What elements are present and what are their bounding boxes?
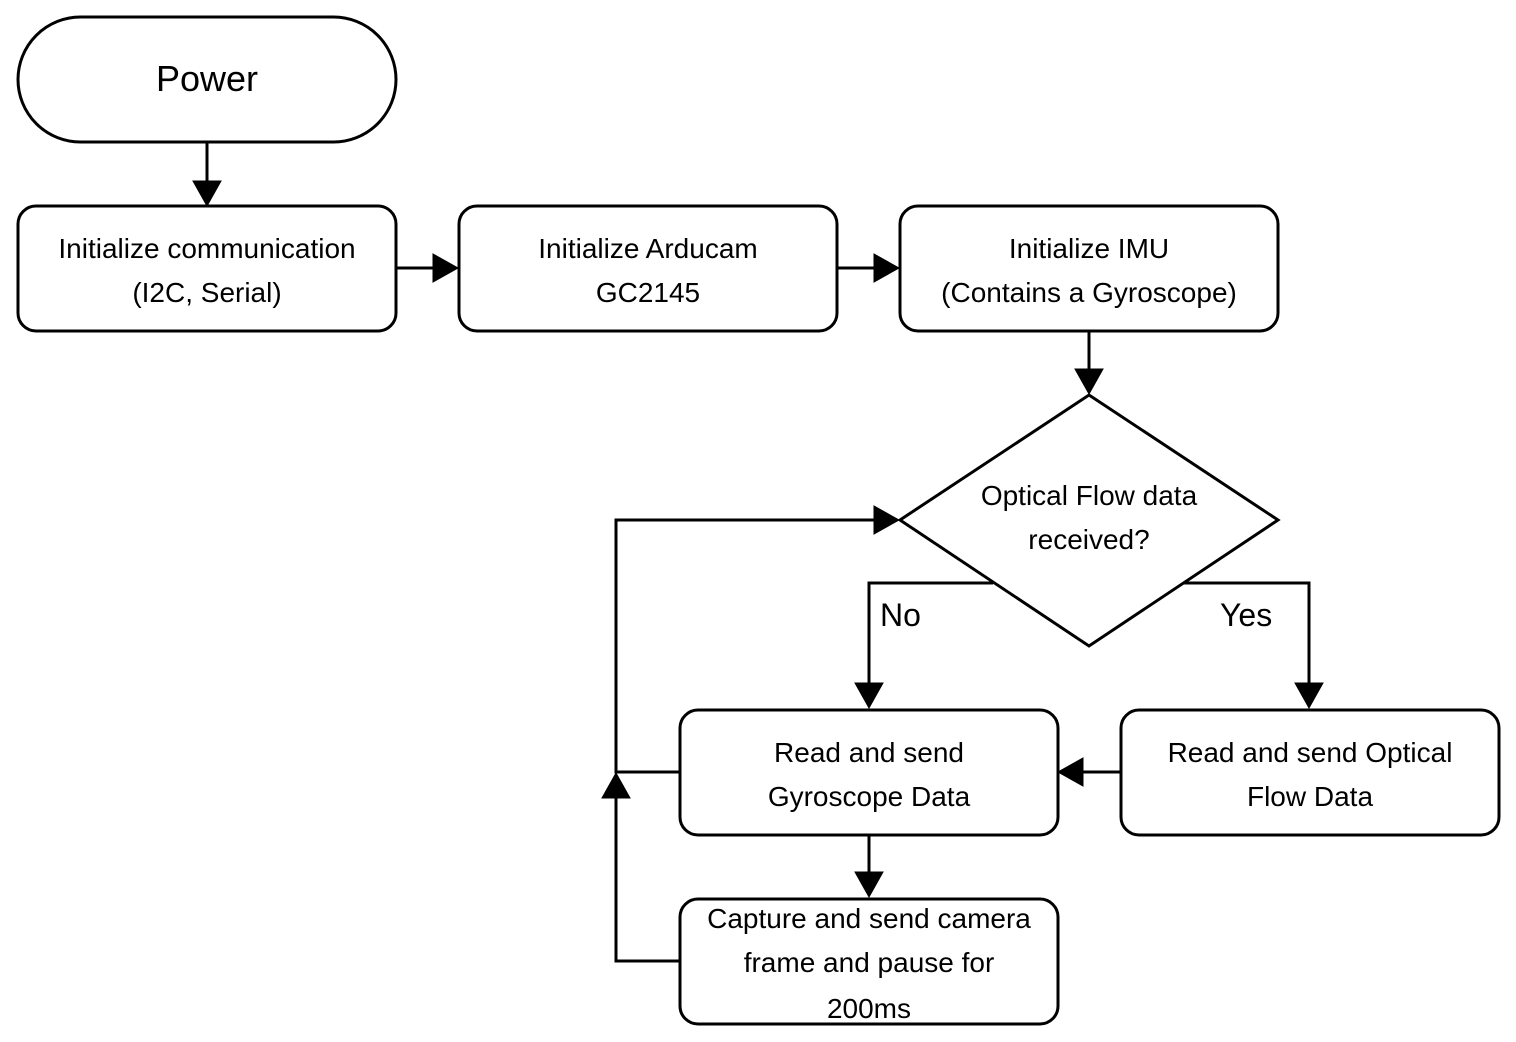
init-cam-line1: Initialize Arducam bbox=[538, 233, 757, 264]
read-gyro-line2: Gyroscope Data bbox=[768, 781, 971, 812]
power-terminator-shape bbox=[16, 15, 398, 144]
init-imu-line2: (Contains a Gyroscope) bbox=[941, 277, 1237, 308]
arrowhead-power-to-init-comm bbox=[192, 180, 222, 208]
arrowhead-init-imu-to-decision bbox=[1074, 368, 1104, 396]
node-init-communication: Initialize communication (I2C, Serial) bbox=[16, 204, 398, 333]
init-cam-box bbox=[457, 204, 839, 333]
arrowhead-init-cam-to-init-imu bbox=[873, 253, 901, 283]
edge-decision-no bbox=[867, 581, 993, 690]
init-comm-line1: Initialize communication bbox=[58, 233, 355, 264]
edge-capture-loop bbox=[614, 791, 680, 963]
init-comm-line2: (I2C, Serial) bbox=[132, 277, 281, 308]
edge-label-yes: Yes bbox=[1220, 597, 1272, 633]
read-flow-line2: Flow Data bbox=[1247, 781, 1373, 812]
read-flow-box bbox=[1119, 708, 1501, 837]
init-comm-box bbox=[16, 204, 398, 333]
read-gyro-line1: Read and send bbox=[774, 737, 964, 768]
arrowhead-capture-loop bbox=[601, 771, 631, 799]
init-cam-line2: GC2145 bbox=[596, 277, 700, 308]
read-gyro-box bbox=[678, 708, 1060, 837]
decision-line2: received? bbox=[1028, 524, 1149, 555]
arrowhead-loop-to-decision bbox=[873, 505, 901, 535]
arrowhead-read-flow-to-read-gyro bbox=[1056, 757, 1084, 787]
init-imu-line1: Initialize IMU bbox=[1009, 233, 1169, 264]
capture-line2: frame and pause for bbox=[744, 947, 995, 978]
node-capture: Capture and send camera frame and pause … bbox=[678, 897, 1060, 1026]
edge-decision-yes bbox=[1184, 581, 1311, 690]
decision-diamond bbox=[897, 393, 1281, 648]
node-init-imu: Initialize IMU (Contains a Gyroscope) bbox=[898, 204, 1280, 333]
arrowhead-read-gyro-to-capture bbox=[854, 871, 884, 899]
capture-box bbox=[678, 897, 1060, 1026]
power-label: Power bbox=[156, 58, 258, 99]
node-init-arducam: Initialize Arducam GC2145 bbox=[457, 204, 839, 333]
node-decision: Optical Flow data received? bbox=[897, 393, 1281, 648]
node-power: Power bbox=[16, 15, 398, 144]
edge-read-gyro-loop bbox=[614, 518, 881, 774]
arrowhead-init-comm-to-init-cam bbox=[432, 253, 460, 283]
read-flow-line1: Read and send Optical bbox=[1168, 737, 1453, 768]
arrowhead-decision-yes bbox=[1294, 682, 1324, 710]
init-imu-box bbox=[898, 204, 1280, 333]
node-read-gyro: Read and send Gyroscope Data bbox=[678, 708, 1060, 837]
node-read-flow: Read and send Optical Flow Data bbox=[1119, 708, 1501, 837]
decision-line1: Optical Flow data bbox=[981, 480, 1198, 511]
arrowhead-decision-no bbox=[854, 682, 884, 710]
capture-line3: 200ms bbox=[827, 993, 911, 1024]
edge-label-no: No bbox=[880, 597, 921, 633]
capture-line1: Capture and send camera bbox=[707, 903, 1031, 934]
